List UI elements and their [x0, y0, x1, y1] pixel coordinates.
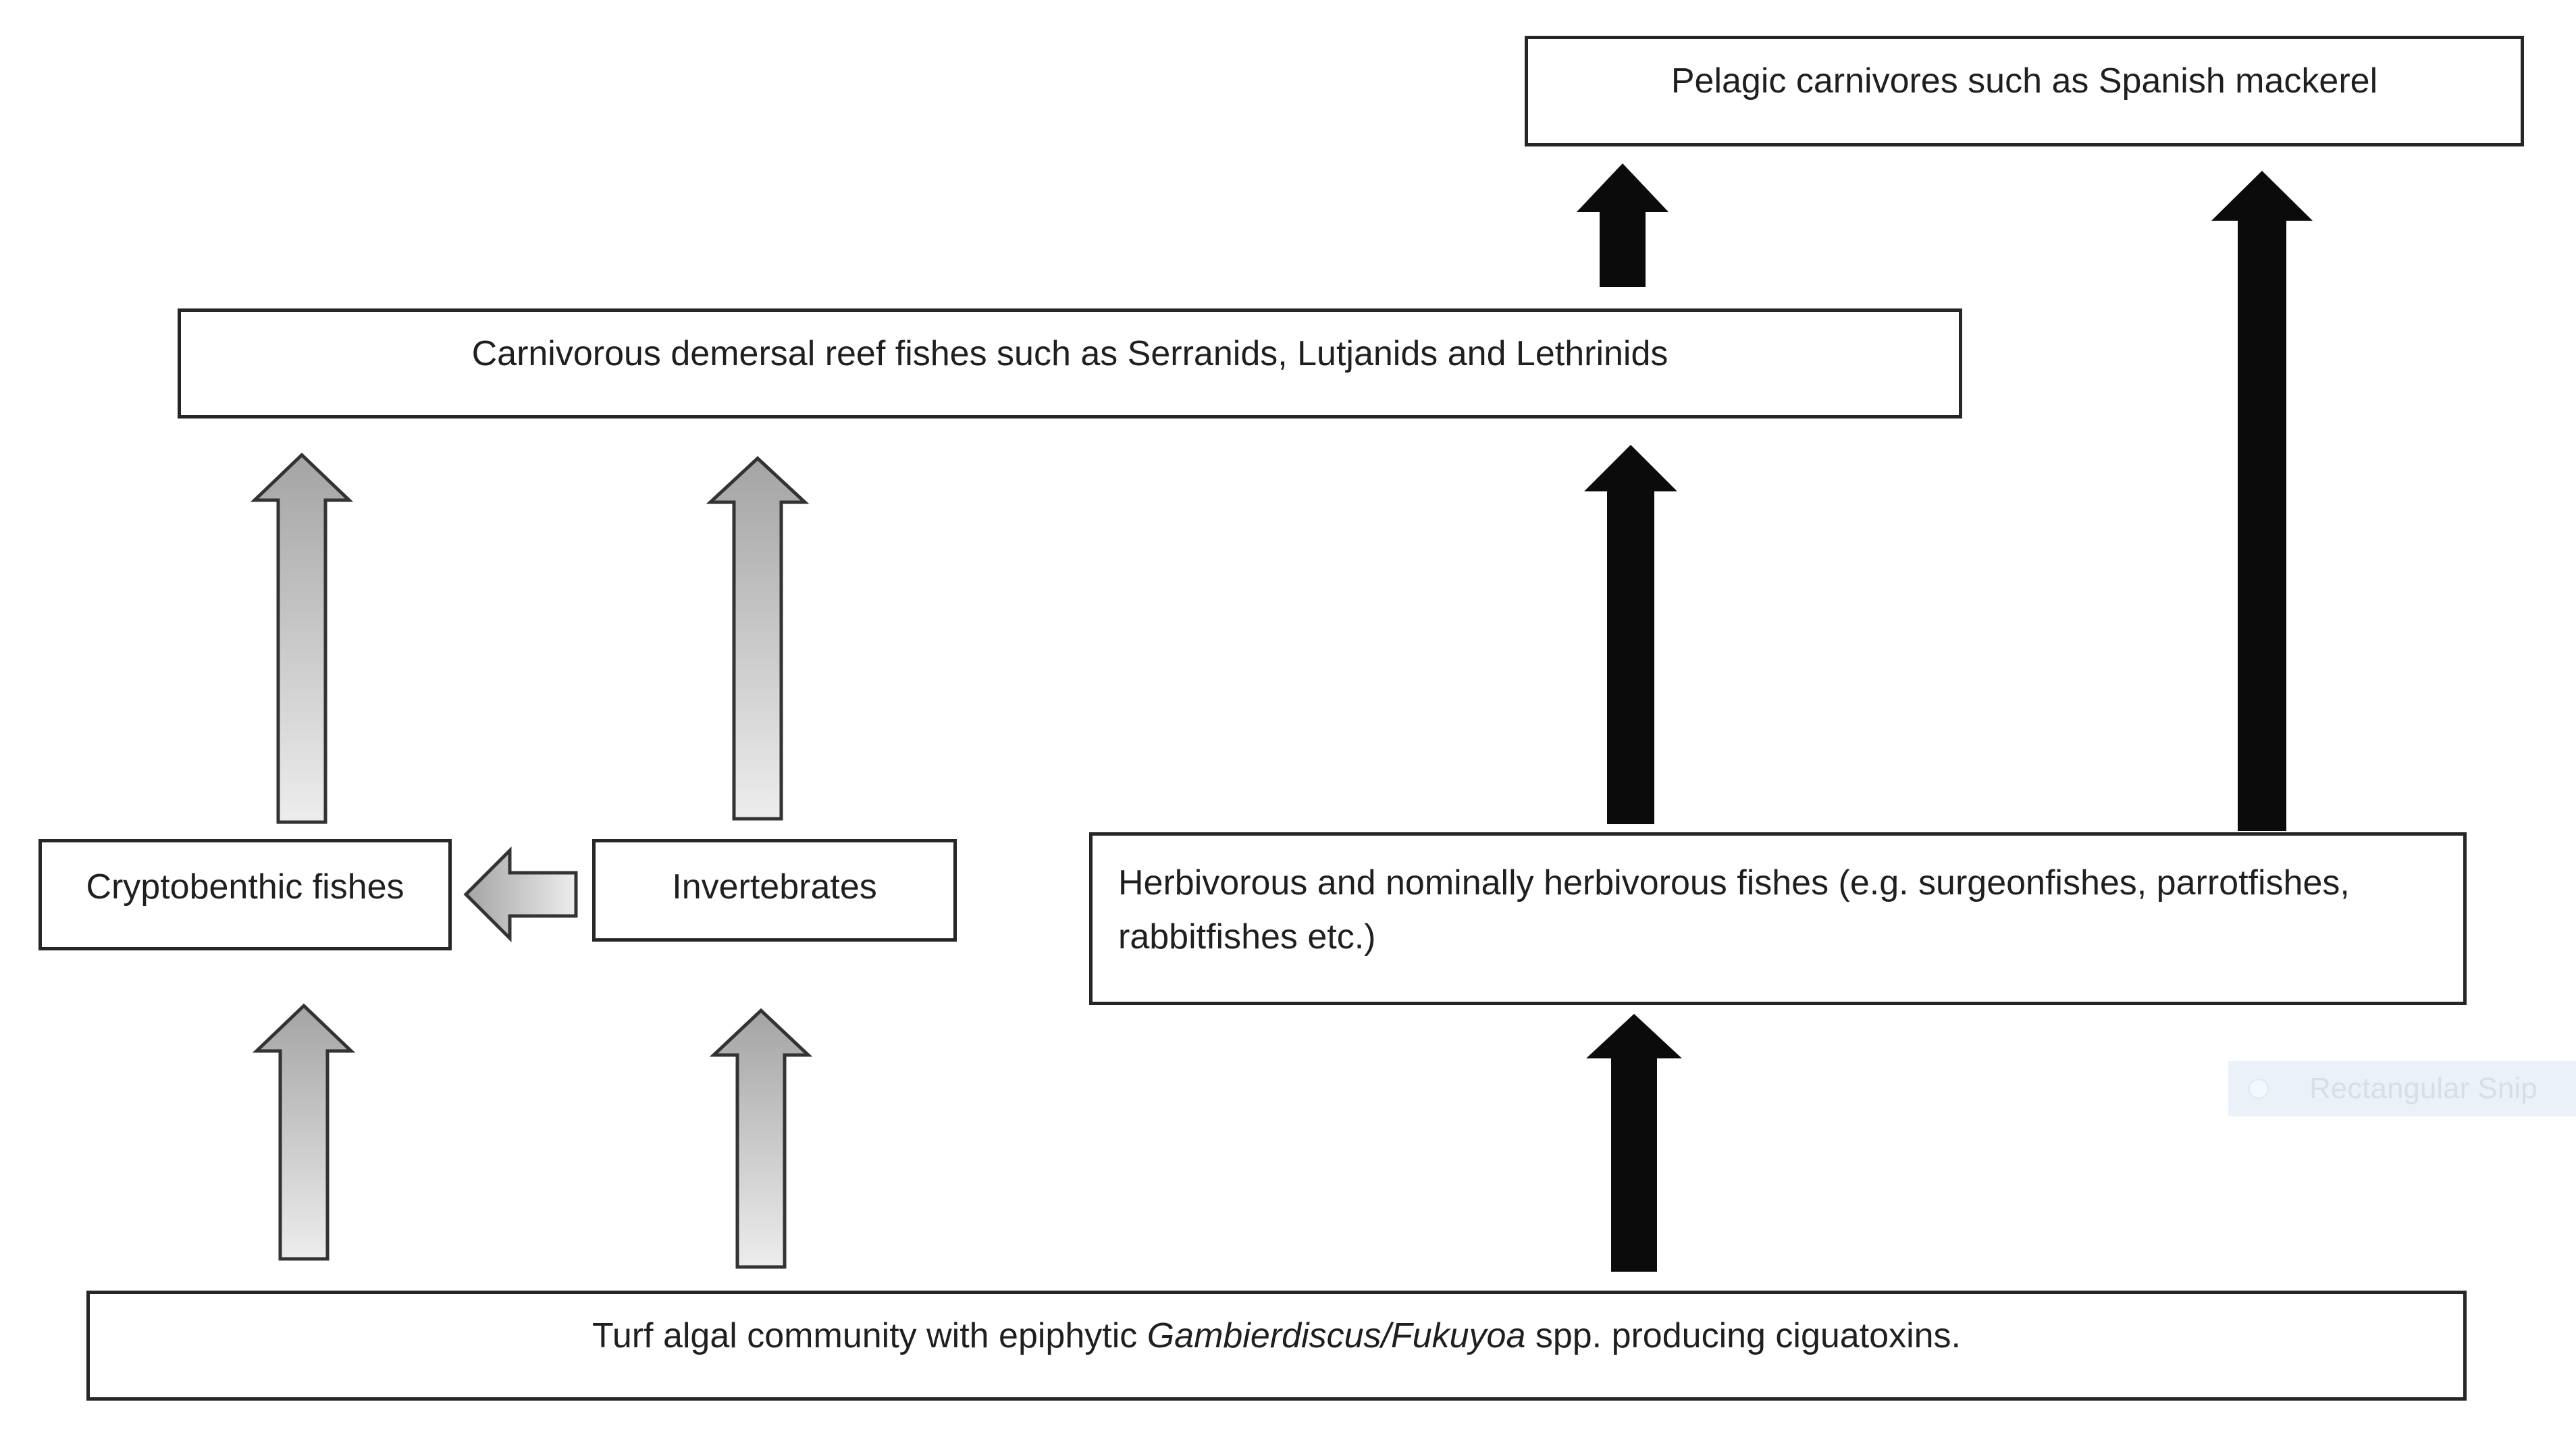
arrow-invertebrates-to-cryptobenthic	[463, 846, 578, 943]
arrow-turf-to-invertebrates	[709, 1008, 813, 1269]
arrow-turf-to-herbivorous	[1586, 1014, 1682, 1272]
box-turf-algal-label-suffix: spp. producing ciguatoxins.	[1525, 1316, 1962, 1355]
box-invertebrates: Invertebrates	[592, 839, 957, 942]
box-cryptobenthic-fishes: Cryptobenthic fishes	[38, 839, 452, 950]
arrow-turf-to-cryptobenthic	[252, 1003, 356, 1261]
box-turf-algal-label-species: Gambierdiscus/Fukuyoa	[1147, 1316, 1526, 1355]
arrow-cryptobenthic-to-carnivorous	[250, 452, 354, 824]
arrow-herbivorous-to-carnivorous	[1584, 445, 1677, 824]
box-cryptobenthic-fishes-label: Cryptobenthic fishes	[86, 867, 404, 907]
box-turf-algal-community: Turf algal community with epiphytic Gamb…	[86, 1291, 2467, 1401]
arrow-invertebrates-to-carnivorous	[706, 456, 810, 821]
box-carnivorous-demersal-fishes: Carnivorous demersal reef fishes such as…	[178, 308, 1962, 418]
snip-bullet-icon	[2249, 1079, 2269, 1099]
box-pelagic-carnivores: Pelagic carnivores such as Spanish macke…	[1525, 36, 2524, 146]
snipping-tool-menu-item-ghost[interactable]: Rectangular Snip	[2228, 1061, 2576, 1116]
box-invertebrates-label: Invertebrates	[672, 867, 877, 907]
box-herbivorous-fishes-label: Herbivorous and nominally herbivorous fi…	[1118, 863, 2350, 956]
arrow-herbivorous-to-pelagic	[2211, 171, 2313, 831]
box-turf-algal-label-prefix: Turf algal community with epiphytic	[592, 1316, 1147, 1355]
rectangular-snip-label: Rectangular Snip	[2309, 1072, 2538, 1105]
box-carnivorous-demersal-fishes-label: Carnivorous demersal reef fishes such as…	[471, 334, 1668, 373]
box-pelagic-carnivores-label: Pelagic carnivores such as Spanish macke…	[1671, 61, 2378, 101]
arrow-carnivorous-to-pelagic	[1577, 163, 1668, 287]
box-herbivorous-fishes: Herbivorous and nominally herbivorous fi…	[1089, 832, 2467, 1005]
